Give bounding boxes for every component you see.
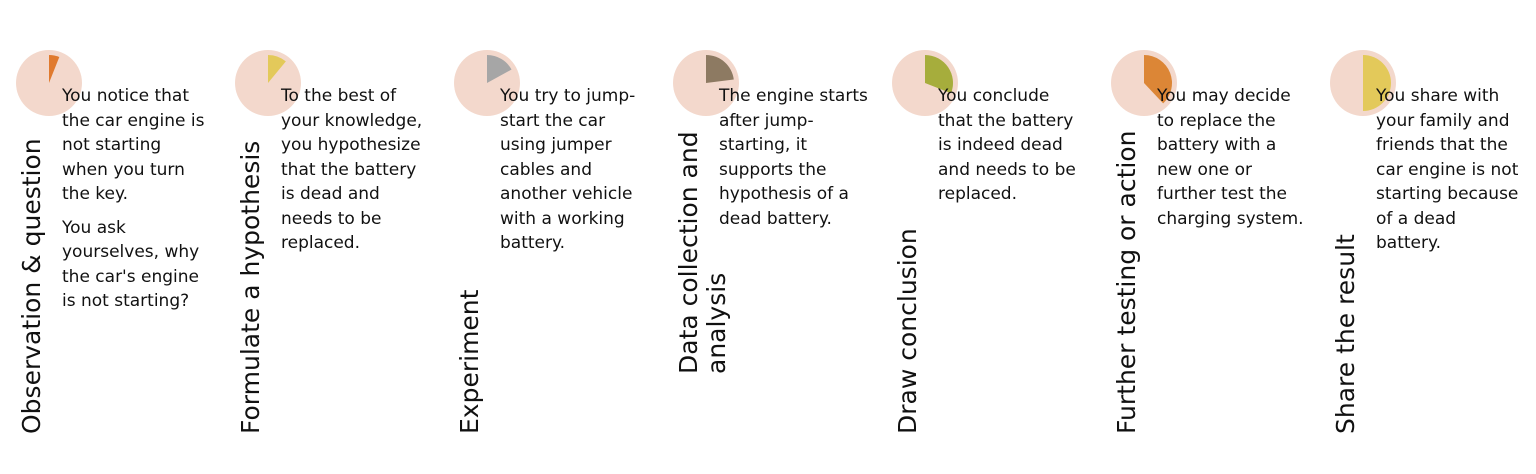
pie-segment-icon <box>892 50 958 116</box>
pie-segment-icon <box>1111 50 1177 116</box>
step-title: Share the result <box>1331 234 1360 434</box>
step-text-line: You conclude that the battery is indeed … <box>938 86 1076 204</box>
pie-slice <box>268 55 286 83</box>
pie-slice <box>1363 55 1391 111</box>
step-description: You notice that the car engine is not st… <box>62 84 212 314</box>
step-text-line: You try to jump-start the car using jump… <box>500 86 636 253</box>
step-text-line: The engine starts after jump-starting, i… <box>719 86 868 229</box>
step-further-testing: Further testing or action You may decide… <box>1099 0 1318 474</box>
step-share-result: Share the result You share with your fam… <box>1318 0 1536 474</box>
pie-slice <box>487 55 512 83</box>
pie-slice <box>1144 55 1173 104</box>
step-description: You conclude that the battery is indeed … <box>938 84 1088 207</box>
step-description: You may decide to replace the battery wi… <box>1157 84 1307 231</box>
pie-segment-icon <box>235 50 301 116</box>
step-title: Draw conclusion <box>893 228 922 434</box>
pie-slice <box>49 55 60 83</box>
step-description: To the best of your knowledge, you hypot… <box>281 84 431 256</box>
step-observation: Observation & question You notice that t… <box>4 0 223 474</box>
step-conclusion: Draw conclusion You conclude that the ba… <box>880 0 1099 474</box>
step-data-analysis: Data collection and analysis The engine … <box>661 0 880 474</box>
step-title: Observation & question <box>17 138 46 434</box>
step-experiment: Experiment You try to jump-start the car… <box>442 0 661 474</box>
pie-slice <box>706 55 734 83</box>
step-description: The engine starts after jump-starting, i… <box>719 84 869 231</box>
pie-segment-icon <box>673 50 739 116</box>
step-text-line: You share with your family and friends t… <box>1376 86 1519 253</box>
step-text-line: To the best of your knowledge, you hypot… <box>281 86 423 253</box>
step-description: You try to jump-start the car using jump… <box>500 84 650 256</box>
pie-slice <box>925 55 953 94</box>
step-text-line: You ask yourselves, why the car's engine… <box>62 217 200 312</box>
step-title: Formulate a hypothesis <box>236 140 265 434</box>
step-text-line: You notice that the car engine is not st… <box>62 86 205 204</box>
pie-segment-icon <box>454 50 520 116</box>
step-title: Experiment <box>455 289 484 434</box>
step-description: You share with your family and friends t… <box>1376 84 1526 256</box>
step-hypothesis: Formulate a hypothesis To the best of yo… <box>223 0 442 474</box>
pie-segment-icon <box>1330 50 1396 116</box>
pie-segment-icon <box>16 50 82 116</box>
step-title: Further testing or action <box>1112 130 1141 434</box>
step-text-line: You may decide to replace the battery wi… <box>1157 86 1304 229</box>
